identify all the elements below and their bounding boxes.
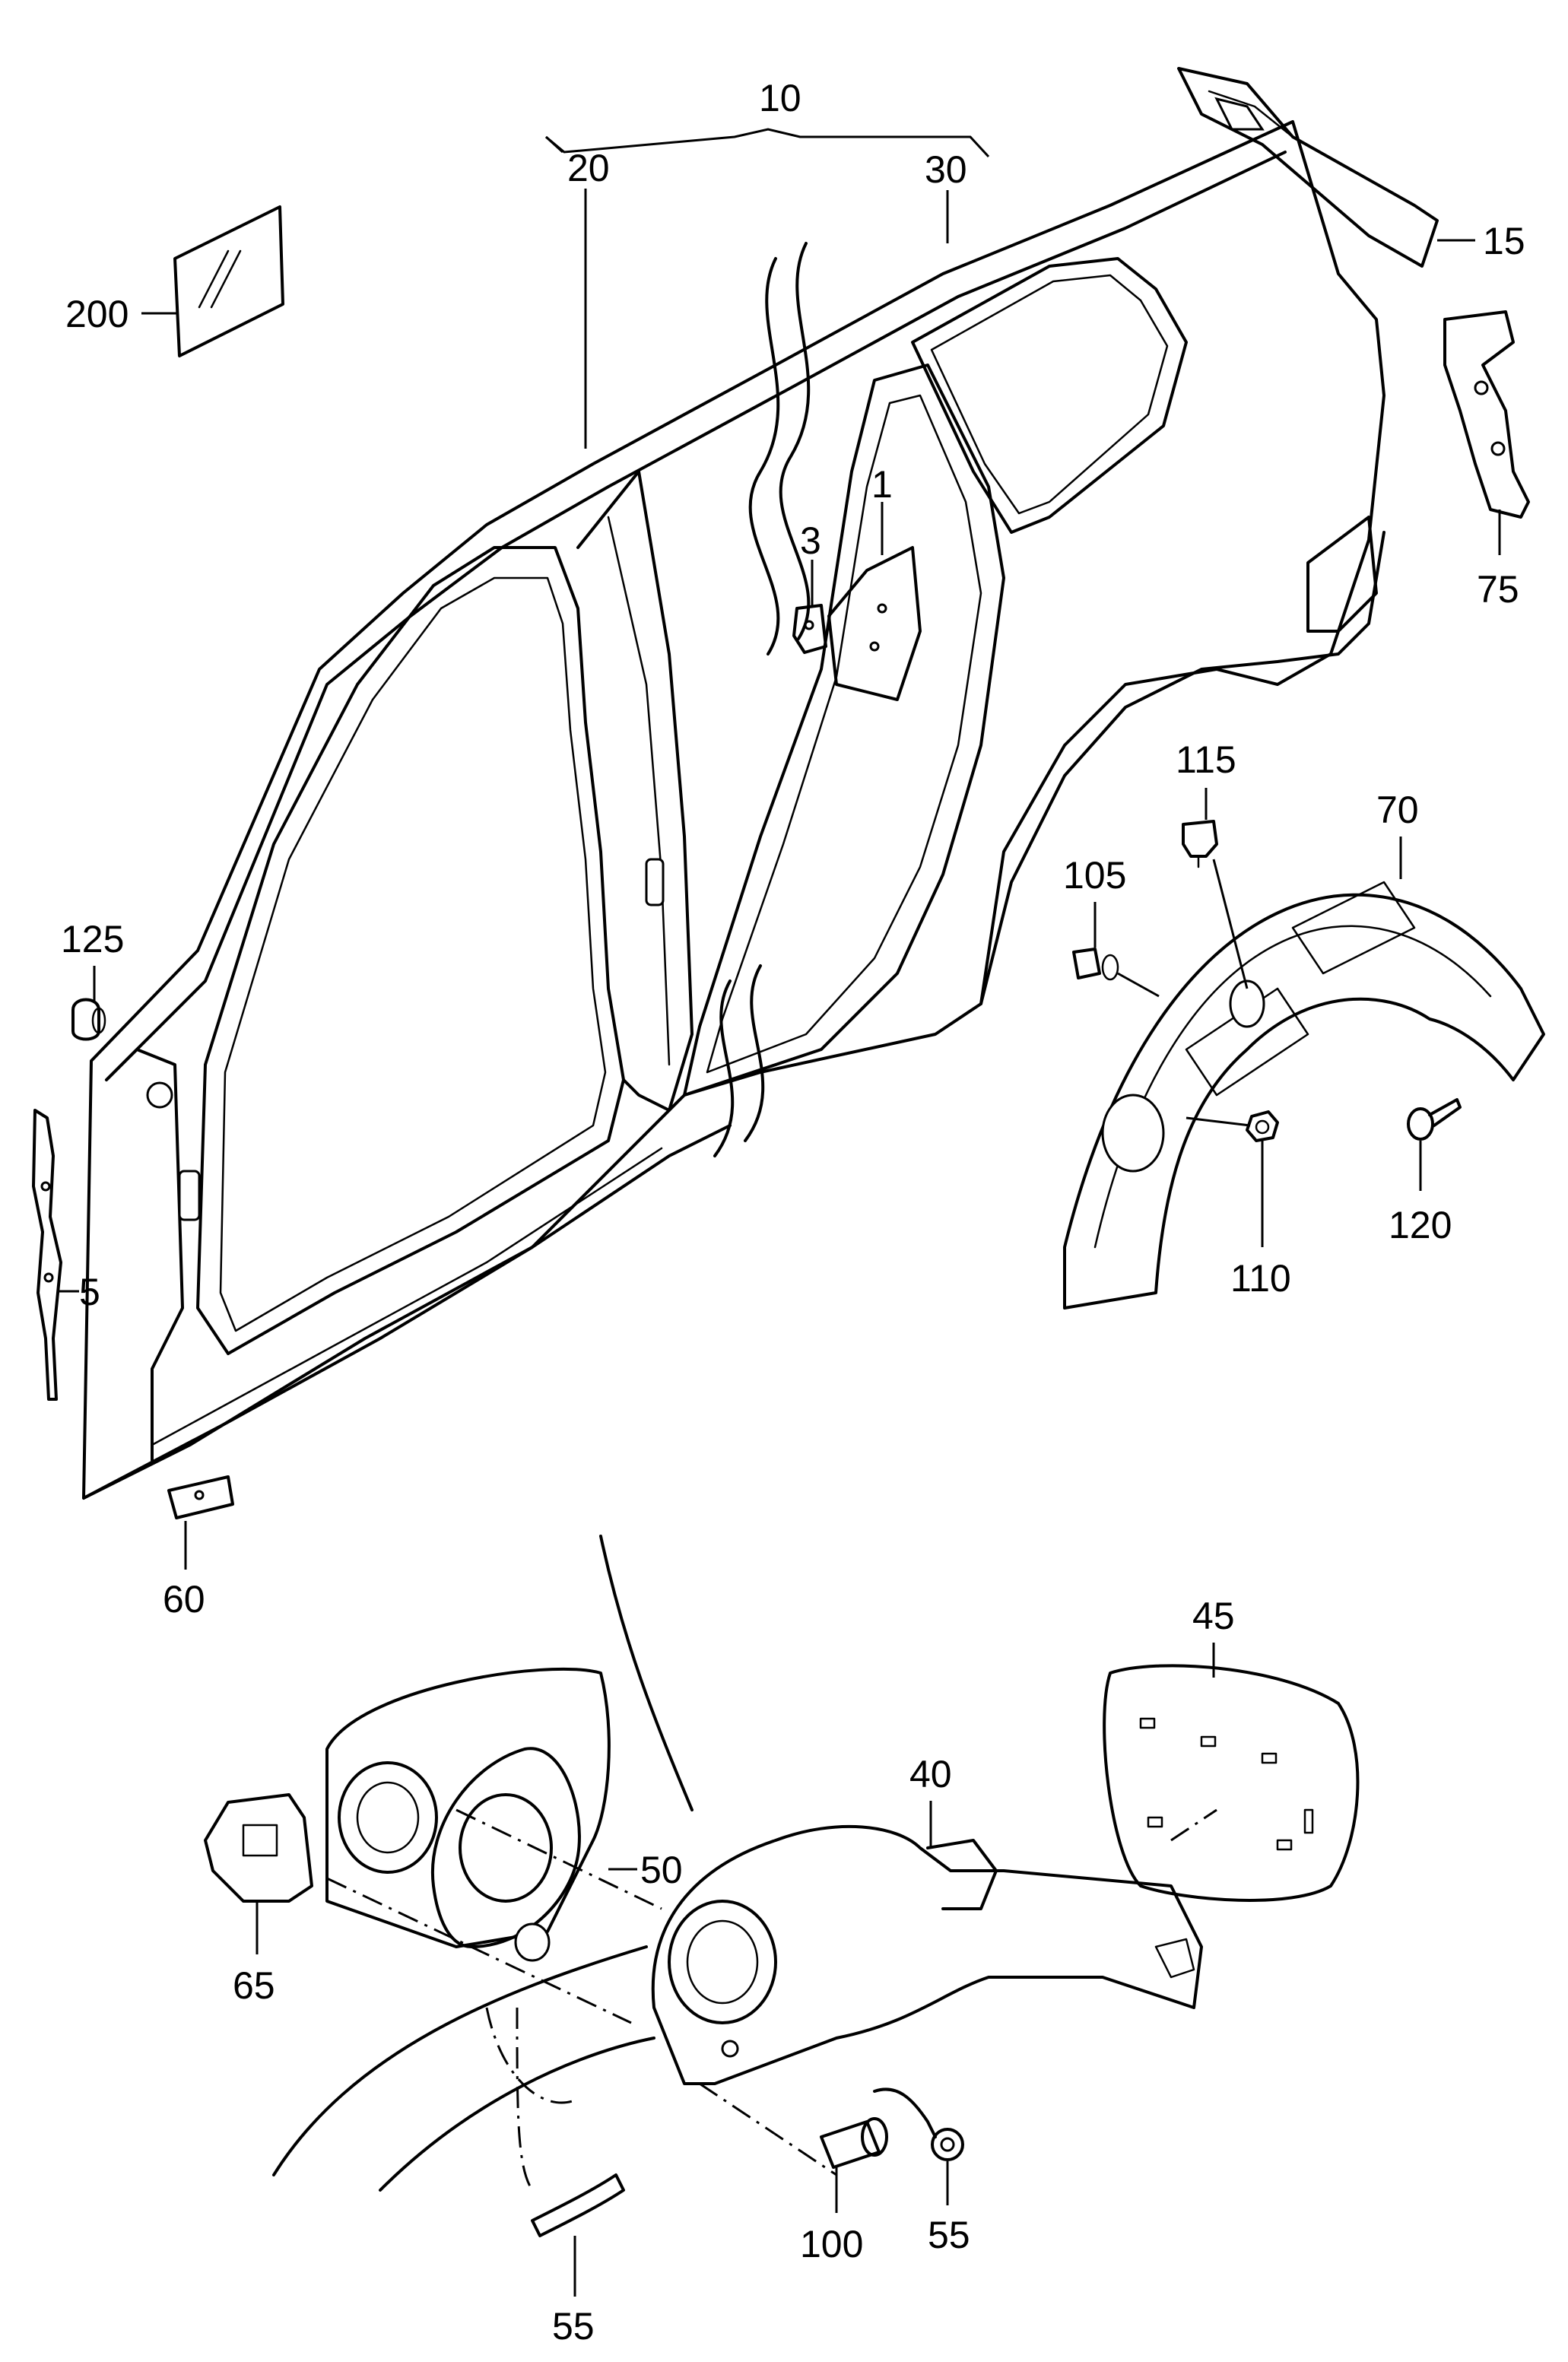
callout-50: 50: [640, 1849, 683, 1891]
part-70-liner: [1063, 837, 1545, 1310]
part-75-bracket: [1443, 310, 1530, 555]
callout-125: 125: [61, 918, 124, 960]
callout-110: 110: [1230, 1257, 1291, 1300]
callout-70: 70: [1376, 789, 1419, 831]
callout-3: 3: [800, 519, 821, 562]
fuel-filler-assembly: [204, 1535, 1360, 2297]
callout-55-upper: 55: [928, 2214, 970, 2256]
callout-65: 65: [233, 1964, 275, 2007]
callout-200: 200: [65, 293, 129, 335]
part-15-strip: [1177, 67, 1475, 268]
callout-5: 5: [79, 1271, 100, 1313]
bracket-10: [544, 128, 990, 158]
side-panel-outer: [82, 120, 1385, 1500]
part-3-clip: [792, 560, 827, 654]
callout-45: 45: [1192, 1595, 1235, 1637]
part-120-screw: [1407, 1098, 1462, 1191]
callout-20: 20: [567, 147, 610, 189]
callout-75: 75: [1477, 568, 1519, 611]
part-200-glass: [141, 205, 284, 357]
callout-15: 15: [1483, 220, 1525, 262]
callout-labels: 10 20 30 15 200 1 3 75 115 70 105 125 5 …: [61, 77, 1525, 2348]
part-105-clip: [1072, 902, 1160, 998]
part-115-clip: [1182, 788, 1249, 989]
part-5-strip: [32, 1109, 79, 1401]
callout-10: 10: [759, 77, 801, 119]
callout-105: 105: [1063, 854, 1126, 897]
part-60-bracket: [167, 1475, 234, 1570]
callout-60: 60: [163, 1578, 205, 1621]
callout-55-lower: 55: [552, 2305, 595, 2348]
callout-100: 100: [800, 2223, 863, 2265]
part-1-plate: [827, 502, 922, 701]
callout-30: 30: [925, 148, 967, 191]
callout-115: 115: [1176, 738, 1236, 781]
callout-1: 1: [871, 463, 893, 506]
part-110-nut: [1186, 1110, 1279, 1247]
callout-120: 120: [1389, 1204, 1452, 1246]
part-125-plug: [71, 966, 106, 1041]
callout-40: 40: [909, 1753, 952, 1795]
